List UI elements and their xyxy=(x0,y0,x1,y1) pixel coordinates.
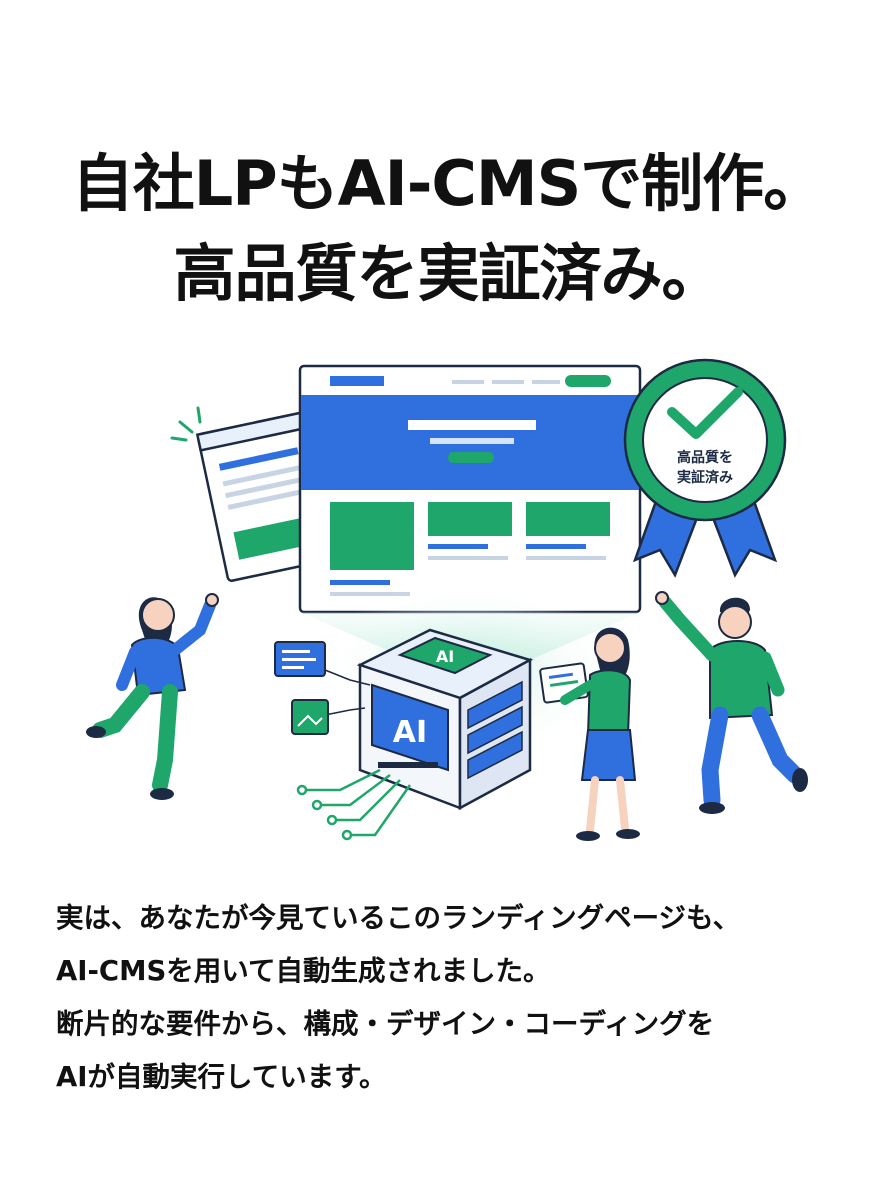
person-right-icon xyxy=(655,591,808,814)
body-description: 実は、あなたが今見ているこのランディングページも、 AI-CMSを用いて自動生成… xyxy=(56,892,856,1104)
body-line-1: 実は、あなたが今見ているこのランディングページも、 xyxy=(56,902,741,934)
cube-front-label: AI xyxy=(393,715,427,750)
circuit-lines-icon xyxy=(296,669,412,841)
ai-server-cube-icon: AI AI xyxy=(356,628,534,811)
headline-line-2: 高品質を実証済み。 xyxy=(173,237,723,311)
headline: 自社LPもAI-CMSで制作。 高品質を実証済み。 xyxy=(0,139,896,319)
sparkle-icon xyxy=(170,406,202,442)
badge-label-1: 高品質を xyxy=(677,449,733,466)
body-line-4: AIが自動実行しています。 xyxy=(56,1061,387,1093)
landing-page-window-icon xyxy=(298,364,642,614)
quality-badge-icon: 高品質を 実証済み xyxy=(623,358,787,578)
body-line-2: AI-CMSを用いて自動生成されました。 xyxy=(56,955,551,987)
floating-code-card-icon xyxy=(274,641,326,677)
person-left-icon xyxy=(86,593,219,800)
person-middle-icon xyxy=(539,627,640,841)
badge-label-2: 実証済み xyxy=(677,469,733,486)
body-line-3: 断片的な要件から、構成・デザイン・コーディングを xyxy=(56,1008,715,1040)
floating-image-card-icon xyxy=(291,699,329,735)
hero-illustration: 高品質を 実証済み AI AI xyxy=(60,330,836,860)
headline-line-1: 自社LPもAI-CMSで制作。 xyxy=(71,147,826,221)
cube-top-label: AI xyxy=(436,647,454,666)
